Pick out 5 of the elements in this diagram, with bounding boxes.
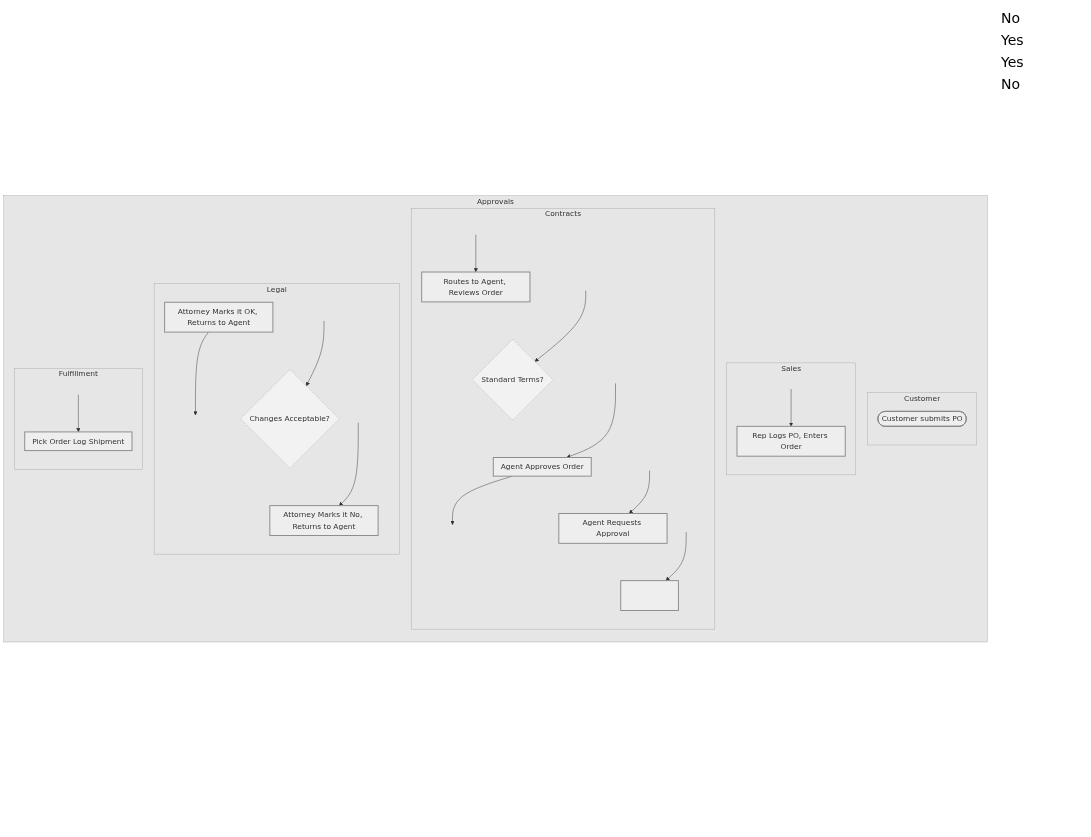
node-box (620, 579, 679, 611)
branch-label: No (1001, 10, 1022, 26)
branch-label: No (1001, 76, 1022, 92)
branch-label: Yes (1001, 54, 1025, 70)
branch-label: Yes (1001, 32, 1025, 48)
